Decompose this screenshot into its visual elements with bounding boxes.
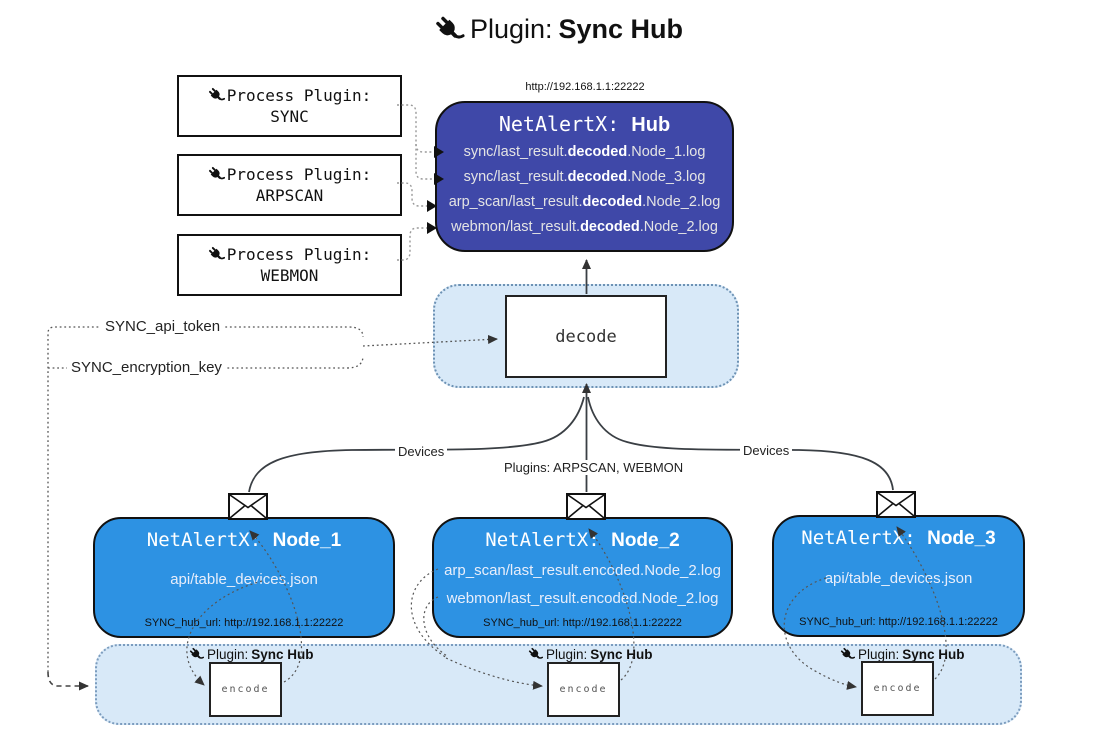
hub-log-line: sync/last_result.decoded.Node_3.log	[463, 169, 706, 185]
node-hub-url: SYNC_hub_url: http://192.168.1.1:22222	[799, 616, 998, 628]
envelope-icon	[228, 493, 268, 520]
band-plugin-label: Plugin:Sync Hub	[840, 647, 965, 662]
plug-icon	[840, 647, 855, 662]
devices-label-right: Devices	[740, 443, 793, 458]
plug-icon	[208, 246, 225, 263]
encode-label: encode	[873, 683, 922, 694]
plug-icon	[189, 647, 204, 662]
node-file-line: api/table_devices.json	[170, 571, 318, 588]
node-box-2: NetAlertX: Node_2 arp_scan/last_result.e…	[432, 517, 733, 638]
plug-icon	[208, 87, 225, 104]
hub-url-label: http://192.168.1.1:22222	[525, 81, 645, 93]
band-plugin-label: Plugin:Sync Hub	[528, 647, 653, 662]
sync-api-token-label: SYNC_api_token	[101, 318, 225, 335]
decode-box: decode	[505, 295, 667, 378]
node-box-1: NetAlertX: Node_1 api/table_devices.json…	[93, 517, 395, 638]
band-plugin-label: Plugin:Sync Hub	[189, 647, 314, 662]
title-prefix: Plugin:	[469, 14, 553, 44]
node-file-line: api/table_devices.json	[824, 570, 973, 587]
node-title: NetAlertX: Node_1	[146, 529, 342, 551]
process-plugin-name: WEBMON	[260, 266, 319, 285]
encode-box: encode	[547, 662, 620, 717]
decode-label: decode	[555, 326, 617, 347]
node-hub-url: SYNC_hub_url: http://192.168.1.1:22222	[144, 617, 344, 629]
process-plugin-label: Process Plugin:	[226, 245, 372, 264]
envelope-icon	[566, 493, 606, 520]
plugins-label-center: Plugins: ARPSCAN, WEBMON	[501, 460, 687, 475]
node-title: NetAlertX: Node_2	[485, 529, 680, 551]
hub-log-line: webmon/last_result.decoded.Node_2.log	[451, 219, 718, 235]
hub-box: NetAlertX: Hub sync/last_result.decoded.…	[435, 101, 734, 252]
node-box-3: NetAlertX: Node_3 api/table_devices.json…	[772, 515, 1025, 637]
node-hub-url: SYNC_hub_url: http://192.168.1.1:22222	[483, 617, 682, 629]
hub-title-name: Hub	[631, 114, 671, 136]
encode-label: encode	[559, 684, 608, 695]
plug-icon	[434, 15, 464, 45]
node-file-line: webmon/last_result.encoded.Node_2.log	[446, 590, 719, 607]
plug-icon	[208, 166, 225, 183]
encode-box: encode	[861, 661, 934, 716]
process-plugin-box-sync: Process Plugin: SYNC	[177, 75, 402, 137]
hub-title-prefix: NetAlertX:	[498, 112, 632, 136]
process-plugin-label: Process Plugin:	[226, 86, 372, 105]
plug-icon	[528, 647, 543, 662]
devices-label-left: Devices	[395, 444, 448, 459]
hub-log-line: sync/last_result.decoded.Node_1.log	[463, 144, 706, 160]
page-title: Plugin: Sync Hub	[434, 14, 683, 45]
node-title: NetAlertX: Node_3	[801, 527, 996, 549]
sync-encryption-key-label: SYNC_encryption_key	[67, 359, 226, 376]
encode-label: encode	[221, 684, 270, 695]
process-plugin-name: ARPSCAN	[255, 186, 324, 205]
envelope-icon	[876, 491, 916, 518]
node-file-line: arp_scan/last_result.encoded.Node_2.log	[444, 562, 721, 579]
process-plugin-box-arpscan: Process Plugin: ARPSCAN	[177, 154, 402, 216]
process-plugin-name: SYNC	[270, 107, 309, 126]
process-plugin-box-webmon: Process Plugin: WEBMON	[177, 234, 402, 296]
hub-log-line: arp_scan/last_result.decoded.Node_2.log	[448, 194, 721, 210]
encode-box: encode	[209, 662, 282, 717]
title-name: Sync Hub	[558, 14, 684, 44]
process-plugin-label: Process Plugin:	[226, 165, 372, 184]
hub-title: NetAlertX: Hub	[437, 112, 732, 137]
